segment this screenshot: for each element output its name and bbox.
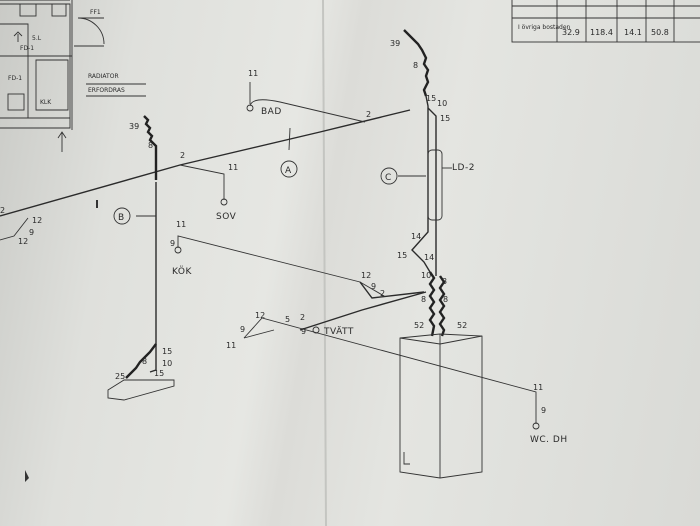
- fixture-label-kok: KÖK: [172, 266, 192, 277]
- plan-label-fd1: FD-1: [8, 75, 22, 82]
- svg-text:14: 14: [424, 253, 434, 262]
- svg-text:8: 8: [443, 295, 448, 304]
- svg-text:11: 11: [226, 341, 236, 350]
- fixture-label-wc-dh: WC. DH: [530, 435, 568, 445]
- fixture-label-tvatt: TVÄTT: [323, 326, 354, 337]
- svg-text:12: 12: [18, 237, 28, 246]
- plan-label-radiator: RADIATOR: [88, 73, 119, 80]
- plan-label-fd1-top: FD-1: [20, 45, 34, 52]
- main-supply-pipe: [0, 109, 411, 217]
- fixture-terminals: [174, 104, 540, 430]
- svg-text:8: 8: [421, 295, 426, 304]
- svg-text:11: 11: [176, 220, 186, 229]
- table-cell: 118.4: [590, 28, 613, 37]
- svg-text:9: 9: [29, 228, 34, 237]
- svg-text:15: 15: [440, 114, 450, 123]
- svg-text:11: 11: [533, 383, 543, 392]
- fixture-label-ld2: LD-2: [452, 163, 475, 173]
- svg-text:11: 11: [228, 163, 238, 172]
- svg-text:10: 10: [421, 271, 431, 280]
- riser-b: [149, 182, 157, 373]
- svg-text:2: 2: [366, 110, 371, 119]
- table-cell: 32.9: [562, 28, 580, 37]
- svg-text:3: 3: [442, 277, 447, 286]
- svg-text:9: 9: [371, 282, 376, 291]
- svg-text:A: A: [285, 166, 292, 176]
- table-row-label: I övriga bostaden: [518, 24, 571, 31]
- svg-text:52: 52: [457, 321, 467, 330]
- svg-text:2: 2: [0, 206, 5, 215]
- svg-text:9: 9: [170, 239, 175, 248]
- svg-text:52: 52: [414, 321, 424, 330]
- pipe-branch-wc: [243, 317, 537, 424]
- plan-label-klk: KLK: [40, 99, 52, 106]
- circuit-marker-b: B: [113, 207, 131, 225]
- water-heater-box: [399, 333, 483, 479]
- circuit-marker-c: C: [380, 167, 398, 185]
- pipe-branch-sov: [179, 164, 225, 200]
- svg-text:9: 9: [541, 406, 546, 415]
- svg-text:2: 2: [380, 289, 385, 298]
- pipe-branch-middle: [359, 281, 425, 299]
- svg-text:15: 15: [397, 251, 407, 260]
- plan-label-si: 5.L: [32, 35, 42, 42]
- floor-plan-detail: FF1 5.L FD-1 FD-1 KLK RADIATOR ERFORDRAS: [0, 0, 146, 152]
- svg-text:5: 5: [285, 315, 290, 324]
- circuit-marker-a: A: [280, 160, 298, 178]
- svg-text:39: 39: [129, 122, 139, 131]
- svg-text:8: 8: [142, 357, 147, 366]
- plan-label-erfordras: ERFORDRAS: [88, 87, 125, 94]
- svg-text:B: B: [118, 213, 124, 223]
- paper-fold-line: [322, 0, 327, 526]
- dimension-labels: 39 8 15 10 15 11 2 39 8 2 11 2 12 9 12 1…: [0, 39, 546, 415]
- svg-text:12: 12: [361, 271, 371, 280]
- svg-text:8: 8: [148, 141, 153, 150]
- table-cell: 14.1: [624, 28, 642, 37]
- svg-text:11: 11: [248, 69, 258, 78]
- riser-left-top: [143, 115, 158, 180]
- svg-text:9: 9: [301, 327, 306, 336]
- pipe-branch-bad: [249, 82, 366, 123]
- svg-text:12: 12: [32, 216, 42, 225]
- svg-text:15: 15: [426, 94, 436, 103]
- riser-right: [411, 95, 431, 273]
- riser-right-top: [403, 29, 430, 97]
- svg-text:39: 39: [390, 39, 400, 48]
- fixture-label-bad: BAD: [261, 107, 282, 117]
- svg-text:2: 2: [180, 151, 185, 160]
- ld2-vessel: [427, 149, 443, 221]
- svg-text:2: 2: [300, 313, 305, 322]
- svg-text:12: 12: [255, 311, 265, 320]
- pipe-network: [0, 29, 537, 424]
- svg-text:10: 10: [162, 359, 172, 368]
- svg-text:C: C: [385, 173, 391, 183]
- svg-text:15: 15: [162, 347, 172, 356]
- svg-text:14: 14: [411, 232, 421, 241]
- title-block-table: I övriga bostaden 32.9 118.4 14.1 50.8: [511, 0, 700, 43]
- plan-label-ff1: FF1: [90, 9, 101, 16]
- svg-text:9: 9: [240, 325, 245, 334]
- table-cell: 50.8: [651, 28, 669, 37]
- base-plate-b: [107, 379, 175, 401]
- svg-text:25: 25: [115, 372, 125, 381]
- pipe-branch-tvatt: [299, 291, 427, 331]
- svg-text:10: 10: [437, 99, 447, 108]
- pipe-branch-kok: [177, 235, 385, 297]
- svg-text:8: 8: [413, 61, 418, 70]
- fixture-label-sov: SOV: [216, 212, 237, 222]
- svg-text:15: 15: [154, 369, 164, 378]
